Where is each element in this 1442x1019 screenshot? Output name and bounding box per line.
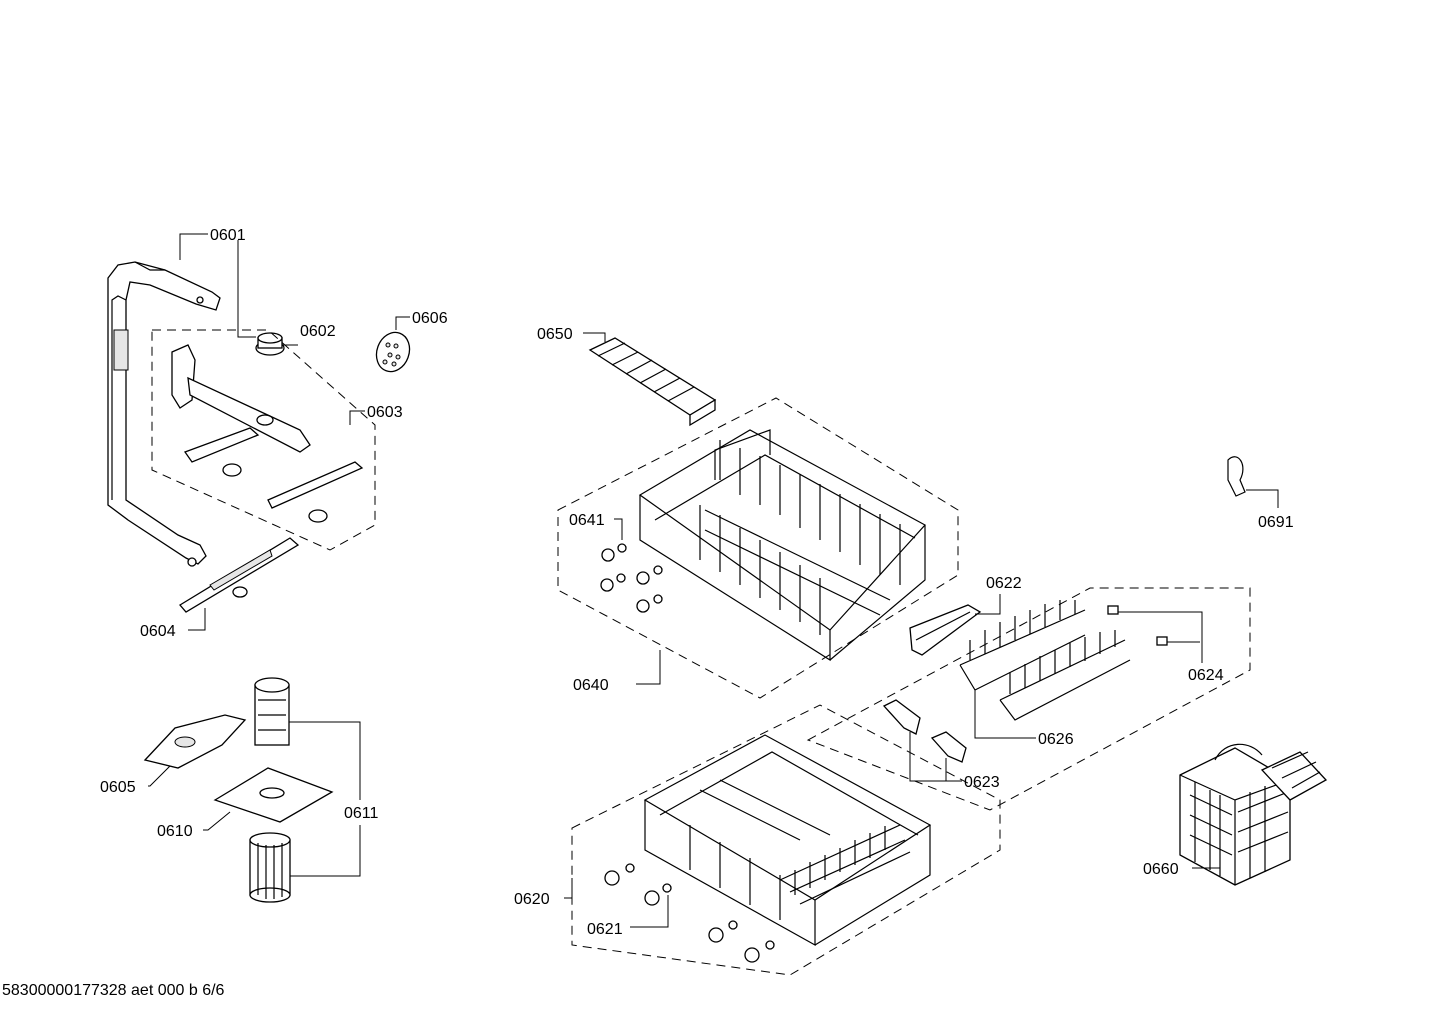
group-0626-box — [806, 587, 1251, 811]
part-0660-cutlery-basket — [1179, 743, 1328, 886]
leader-0606 — [395, 316, 410, 330]
part-0606-disk — [375, 331, 411, 373]
part-0624-clips — [1107, 605, 1168, 646]
leader-0603 — [349, 410, 365, 425]
part-0641-basket-rollers — [600, 543, 663, 613]
leader-0610 — [203, 811, 231, 831]
leader-0626 — [974, 690, 1036, 739]
leader-0623 — [909, 732, 962, 782]
part-0604-lower-spray-arm — [179, 537, 300, 613]
label-0640: 0640 — [573, 677, 609, 694]
part-0602-nut — [255, 332, 285, 356]
leader-0611 — [289, 721, 361, 800]
label-0601: 0601 — [210, 227, 246, 244]
part-0601-supply-pipe — [107, 261, 221, 567]
part-0620-lower-basket — [643, 734, 932, 947]
label-0610: 0610 — [157, 823, 193, 840]
part-0605-sump-cover — [143, 714, 247, 769]
leader-0601 — [179, 233, 208, 260]
label-0650: 0650 — [537, 326, 573, 343]
label-0603: 0603 — [367, 404, 403, 421]
label-0641: 0641 — [569, 512, 605, 529]
part-0640-upper-basket — [638, 429, 926, 662]
part-0611-filter-assembly — [249, 677, 291, 903]
part-0622-cutlery-tray — [909, 604, 982, 656]
leader-0622 — [975, 594, 1001, 615]
leader-0602 — [237, 240, 256, 338]
leader-0650 — [583, 332, 606, 342]
label-0620: 0620 — [514, 891, 550, 908]
label-0611: 0611 — [344, 805, 379, 822]
label-0621: 0621 — [587, 921, 623, 938]
label-0622: 0622 — [986, 575, 1022, 592]
leader-0640 — [636, 650, 661, 685]
leader-0641 — [614, 518, 623, 540]
label-0604: 0604 — [140, 623, 176, 640]
part-0650-cup-shelf — [588, 337, 717, 427]
part-0626-fold-down-tines — [959, 600, 1131, 721]
leader-0611b — [290, 825, 361, 877]
leader-0691 — [1246, 489, 1279, 508]
label-0605: 0605 — [100, 779, 136, 796]
label-0624: 0624 — [1188, 667, 1224, 684]
leader-0604 — [188, 608, 206, 631]
leader-0621 — [630, 895, 669, 928]
part-0623-hinges — [882, 699, 967, 763]
leader-0660 — [1192, 840, 1221, 869]
label-0660: 0660 — [1143, 861, 1179, 878]
label-0691: 0691 — [1258, 514, 1294, 531]
group-0603-box — [151, 329, 376, 551]
part-0610-flat-filter — [213, 767, 334, 823]
part-0691-hook — [1227, 456, 1246, 497]
leader-0624 — [1118, 611, 1203, 663]
label-0626: 0626 — [1038, 731, 1074, 748]
leader-0605 — [148, 765, 171, 787]
part-0603-upper-arm-set — [171, 344, 364, 523]
group-0620-box — [571, 704, 1001, 976]
label-0606: 0606 — [412, 310, 448, 327]
group-0640-box — [557, 397, 959, 699]
document-footer-id: 58300000177328 aet 000 b 6/6 — [2, 982, 225, 999]
leader-0620 — [564, 878, 573, 899]
label-0602: 0602 — [300, 323, 336, 340]
label-0623: 0623 — [964, 774, 1000, 791]
part-0621-basket-rollers — [604, 863, 775, 963]
